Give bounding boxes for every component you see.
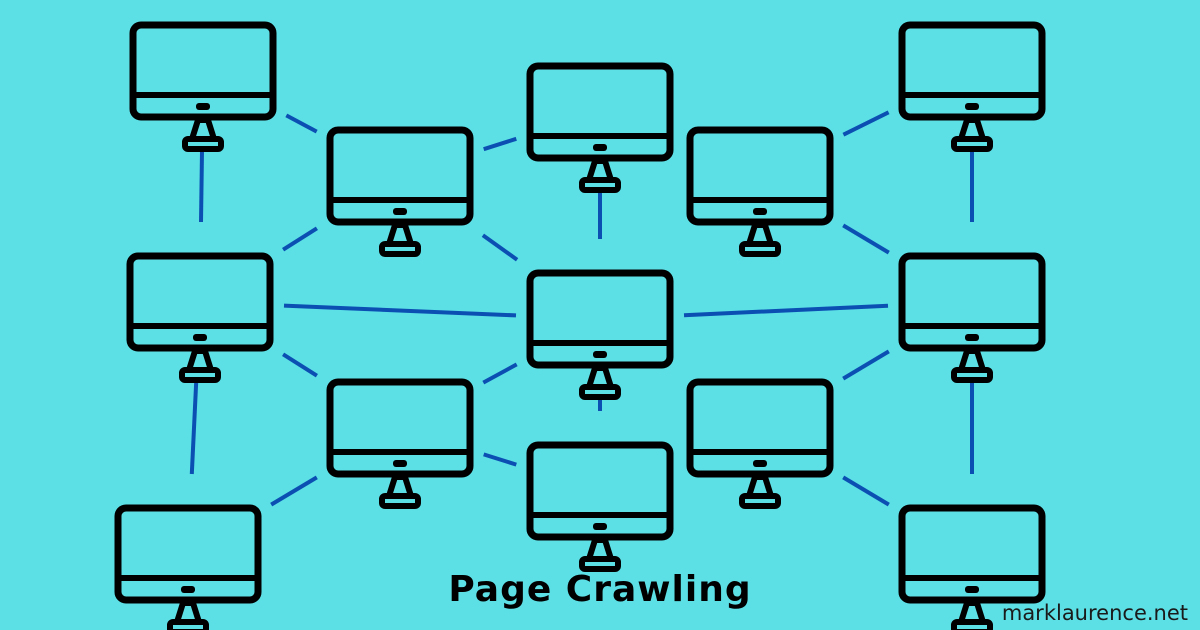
power-led-icon	[393, 460, 407, 467]
link-line	[842, 349, 890, 381]
power-led-icon	[753, 460, 767, 467]
power-led-icon	[965, 586, 979, 593]
monitor-bottom-left	[114, 504, 262, 630]
power-led-icon	[965, 103, 979, 110]
power-led-icon	[753, 208, 767, 215]
power-led-icon	[593, 523, 607, 530]
power-led-icon	[593, 351, 607, 358]
power-led-icon	[593, 144, 607, 151]
monitor-upper-left-inner	[326, 126, 474, 257]
monitor-base	[179, 367, 221, 383]
monitor-base	[579, 384, 621, 400]
monitor-middle-right	[898, 252, 1046, 383]
power-led-icon	[196, 103, 210, 110]
power-led-icon	[193, 334, 207, 341]
nodes-layer	[114, 21, 1046, 630]
link-line	[483, 452, 517, 467]
power-led-icon	[965, 334, 979, 341]
monitor-base	[579, 177, 621, 193]
monitor-top-left	[129, 21, 277, 152]
link-line	[842, 223, 890, 255]
monitor-base	[739, 241, 781, 257]
power-led-icon	[181, 586, 195, 593]
site-watermark: marklaurence.net	[1001, 601, 1188, 625]
link-line	[842, 475, 890, 507]
monitor-bottom-right	[898, 504, 1046, 630]
link-line	[842, 110, 890, 137]
link-line	[285, 113, 318, 134]
monitor-base	[951, 619, 993, 630]
diagram-title: Page Crawling	[448, 569, 752, 610]
monitor-middle-left	[126, 252, 274, 383]
monitor-bottom-center	[526, 441, 674, 572]
link-line	[482, 362, 518, 385]
link-line	[189, 381, 199, 475]
power-led-icon	[393, 208, 407, 215]
monitor-base	[951, 136, 993, 152]
monitor-lower-right-inner	[686, 378, 834, 509]
link-line	[282, 226, 318, 252]
monitor-base	[167, 619, 209, 630]
monitor-base	[739, 493, 781, 509]
links-layer	[189, 110, 974, 507]
link-line	[481, 233, 519, 262]
link-line	[282, 352, 318, 378]
monitor-base	[182, 136, 224, 152]
monitor-upper-right-inner	[686, 126, 834, 257]
monitor-top-right	[898, 21, 1046, 152]
link-line	[483, 136, 517, 152]
link-line	[283, 303, 517, 318]
monitor-base	[579, 556, 621, 572]
link-line	[199, 150, 204, 223]
monitor-top-center	[526, 62, 674, 193]
monitor-center	[526, 269, 674, 400]
link-line	[270, 475, 318, 507]
monitor-lower-left-inner	[326, 378, 474, 509]
link-line	[683, 303, 889, 318]
monitor-base	[379, 493, 421, 509]
monitor-base	[379, 241, 421, 257]
monitor-base	[951, 367, 993, 383]
